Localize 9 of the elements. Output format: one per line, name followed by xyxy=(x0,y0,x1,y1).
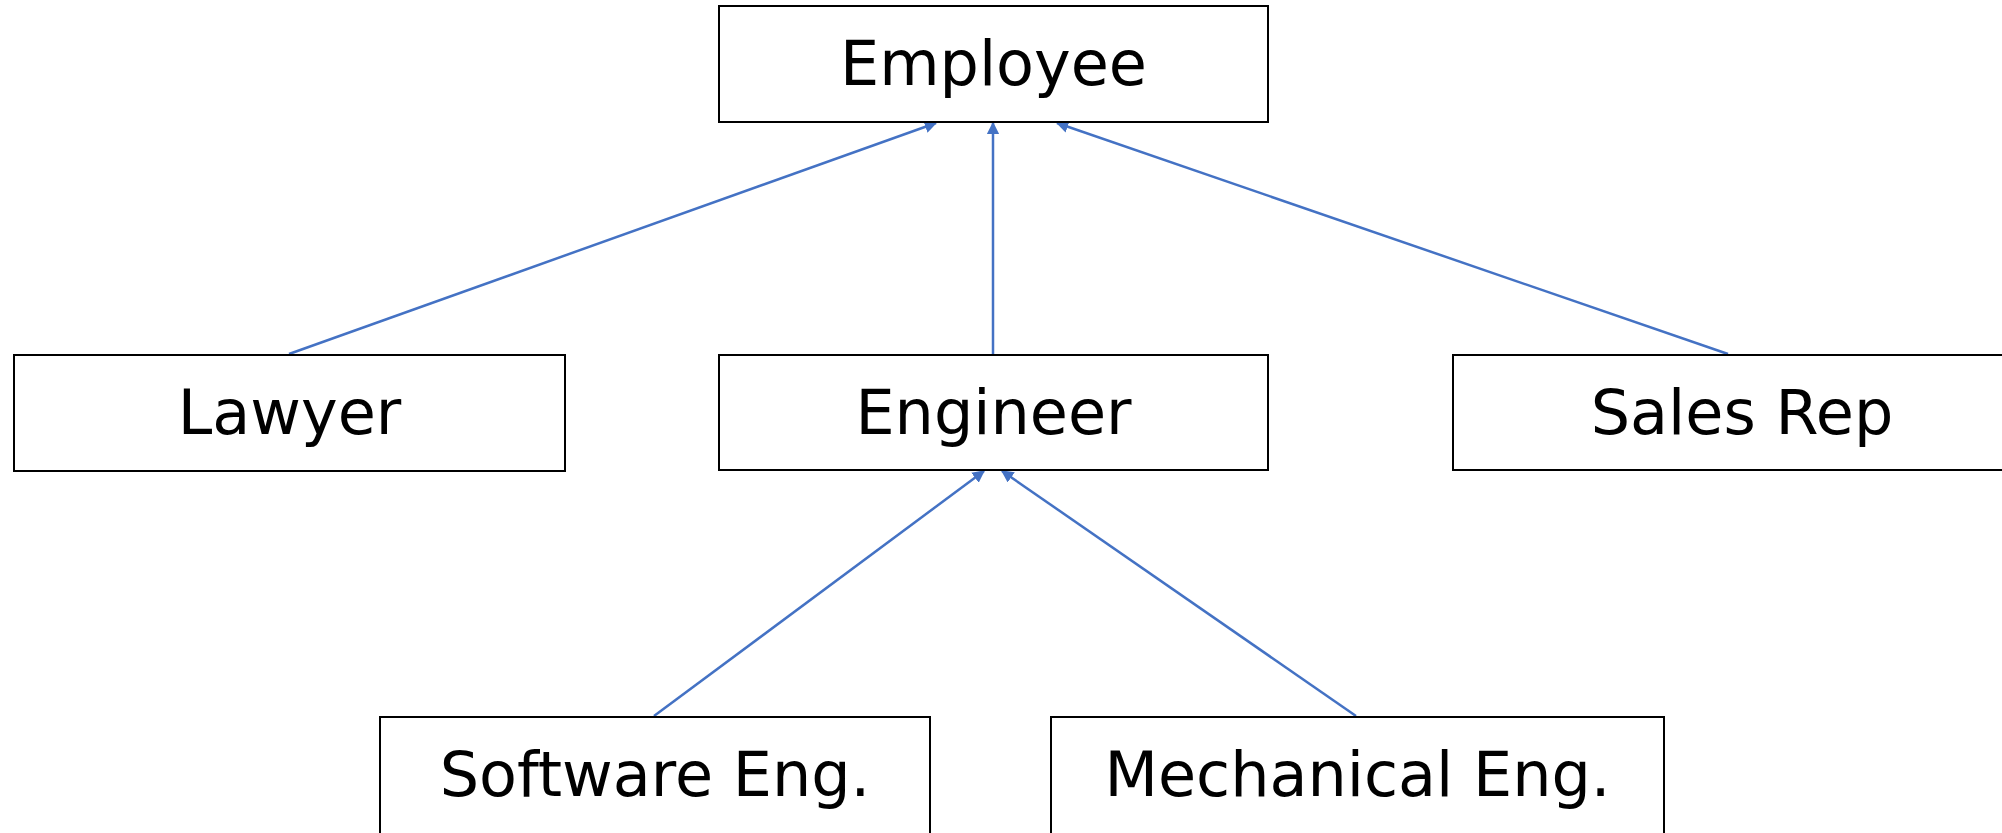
class-box xyxy=(379,716,931,833)
class-box xyxy=(718,5,1269,123)
arrow xyxy=(1000,469,1357,718)
class-box xyxy=(1452,354,2002,471)
class-box xyxy=(13,354,566,472)
arrow xyxy=(986,121,1000,354)
class-box xyxy=(1050,716,1665,833)
arrow xyxy=(653,470,985,717)
class-box xyxy=(718,354,1269,471)
